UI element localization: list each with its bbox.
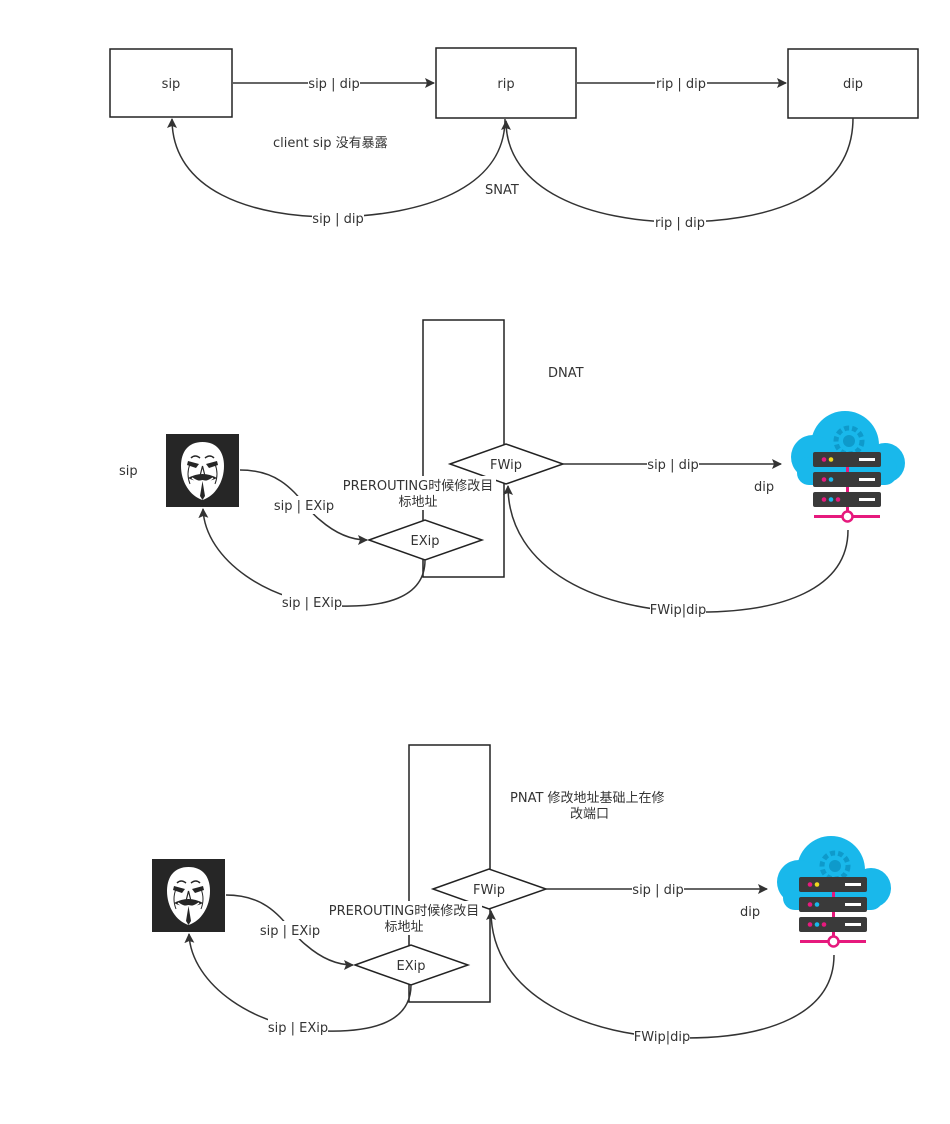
node-rip-label: rip: [497, 77, 514, 92]
dnat-diagram: DNAT sip dip FWip EXip PREROUTING时候修改目 标…: [119, 319, 905, 618]
edge-server-to-fwip-label: FWip|dip: [634, 1030, 690, 1045]
anonymous-mask-icon: [151, 858, 226, 933]
fwip-node-label: FWip: [490, 458, 522, 473]
server-dip-label: dip: [754, 480, 774, 495]
prerouting-note-line1: PREROUTING时候修改目: [329, 904, 479, 919]
exip-node-label: EXip: [411, 534, 440, 549]
node-rip: [435, 47, 577, 119]
edge-exip-to-client-label: sip | EXip: [282, 596, 342, 611]
snat-diagram: sip rip dip sip | dip rip | dip client s…: [109, 47, 919, 231]
edge-client-to-exip-label: sip | EXip: [274, 499, 334, 514]
exip-node: [366, 519, 485, 561]
prerouting-note-line2: 标地址: [384, 920, 423, 935]
cloud-server-icon: [791, 411, 905, 522]
fwip-node-label: FWip: [473, 883, 505, 898]
edge-exip-to-client: [198, 508, 426, 607]
cloud-server-icon: [777, 836, 891, 947]
node-dip: [787, 48, 919, 119]
edge-sip-to-rip-label: sip | dip: [308, 77, 359, 92]
edge-server-to-fwip-label: FWip|dip: [650, 603, 706, 618]
server-dip-label: dip: [740, 905, 760, 920]
edge-rip-return-to-sip-label: sip | dip: [312, 212, 363, 227]
anonymous-mask-icon: [165, 433, 240, 508]
snat-title: SNAT: [485, 183, 519, 198]
edge-exip-to-client-label: sip | EXip: [268, 1021, 328, 1036]
exip-node: [352, 944, 471, 986]
edge-server-to-fwip: [503, 485, 849, 613]
edge-client-to-exip: [239, 469, 368, 545]
edge-dip-return-to-rip: [501, 117, 854, 223]
prerouting-note-line1: PREROUTING时候修改目: [343, 479, 493, 494]
edge-fwip-to-server-label: sip | dip: [632, 883, 683, 898]
edge-rip-to-dip-label: rip | dip: [656, 77, 706, 92]
edge-fwip-to-server-label: sip | dip: [647, 458, 698, 473]
pnat-diagram: PNAT 修改地址基础上在修 改端口 dip FWip EXip PREROUT…: [151, 744, 891, 1045]
edge-exip-to-client: [184, 933, 412, 1032]
edge-server-to-fwip: [486, 910, 835, 1039]
prerouting-note-line2: 标地址: [398, 495, 437, 510]
client-note: client sip 没有暴露: [273, 136, 388, 151]
edge-dip-return-to-rip-label: rip | dip: [655, 216, 705, 231]
exip-node-label: EXip: [397, 959, 426, 974]
node-dip-label: dip: [843, 77, 863, 92]
pnat-title-line2: 改端口: [570, 807, 609, 822]
edge-rip-return-to-sip: [167, 118, 506, 218]
edge-client-to-exip: [225, 894, 354, 970]
client-sip-label: sip: [119, 464, 138, 479]
node-sip: [109, 48, 233, 118]
pnat-title-line1: PNAT 修改地址基础上在修: [510, 791, 665, 806]
edge-client-to-exip-label: sip | EXip: [260, 924, 320, 939]
dnat-title: DNAT: [548, 366, 584, 381]
node-sip-label: sip: [162, 77, 181, 92]
